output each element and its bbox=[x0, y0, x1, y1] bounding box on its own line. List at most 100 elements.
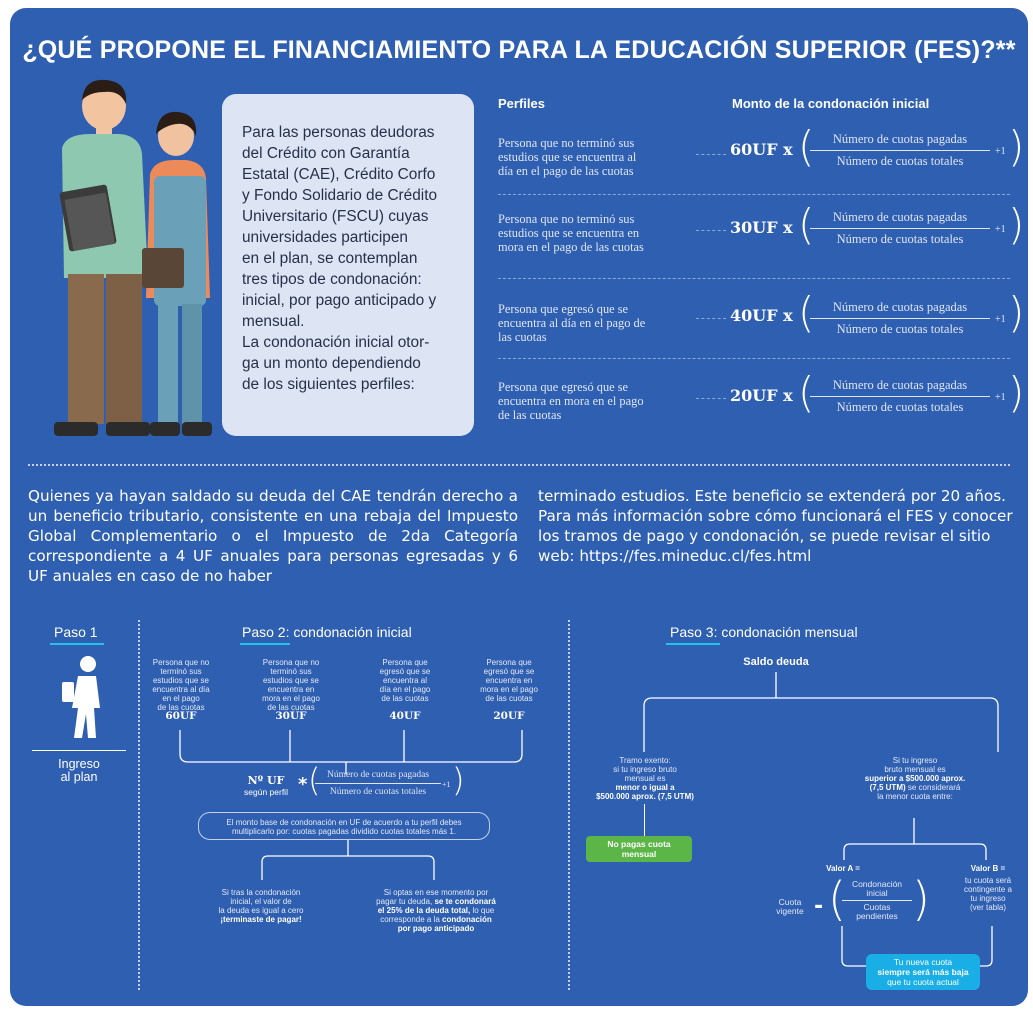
nuf-text: Nº UF bbox=[247, 774, 285, 787]
amount-row-4: 20UF x bbox=[730, 386, 793, 405]
intro-line: de los siguientes perfiles: bbox=[242, 376, 415, 393]
green-line: mensual bbox=[621, 849, 657, 859]
step3-title-b: : condonación mensual bbox=[713, 624, 858, 640]
multiply-star: * bbox=[298, 774, 308, 795]
cuota-line: vigente bbox=[776, 906, 804, 916]
step2-amount-4: 20UF bbox=[493, 710, 525, 722]
intro-line: inicial, por pago anticipado y bbox=[242, 292, 437, 309]
amount-value: 30UF bbox=[730, 218, 778, 237]
profile-line: Persona que egresó que se bbox=[498, 380, 629, 394]
infographic-card: ¿QUÉ PROPONE EL FINANCIAMIENTO PARA LA E… bbox=[10, 8, 1028, 1006]
profile-line: de las cuotas bbox=[157, 703, 205, 712]
branch-bold: $500.000 aprox. (7,5 UTM) bbox=[596, 792, 694, 801]
branch-line: bruto mensual es bbox=[884, 765, 946, 774]
walking-person-icon bbox=[62, 656, 100, 738]
amount-row-1: 60UF x bbox=[730, 140, 793, 159]
times-sign: x bbox=[783, 306, 793, 325]
intro-line: Universitario (FSCU) cuyas bbox=[242, 208, 429, 225]
profile-line: de las cuotas bbox=[498, 408, 562, 422]
profile-row-3: Persona que egresó que se encuentra al d… bbox=[498, 302, 698, 344]
outcome-line: Si tras la condonación bbox=[221, 888, 301, 897]
profile-row-1: Persona que no terminó sus estudios que … bbox=[498, 136, 698, 178]
valor-b-label: Valor B = bbox=[970, 864, 1006, 873]
left-paren: ( bbox=[798, 368, 815, 417]
outcome-line: el 25% de la deuda total, lo que bbox=[360, 906, 512, 915]
intro-line: Estatal (CAE), Crédito Corfo bbox=[242, 166, 436, 183]
connector-line bbox=[696, 154, 726, 155]
fraction-denominator: Número de cuotas totales bbox=[836, 322, 964, 336]
fraction-numerator: Número de cuotas pagadas bbox=[810, 378, 990, 397]
right-paren: ) bbox=[1008, 288, 1025, 337]
branch-line: mensual es bbox=[624, 774, 666, 783]
fraction-denominator: Número de cuotas totales bbox=[329, 787, 427, 797]
step2-title-b: : condonación inicial bbox=[285, 624, 412, 640]
profile-line: estudios que se bbox=[152, 676, 210, 685]
step2-underline bbox=[240, 643, 290, 645]
section-divider bbox=[28, 464, 1010, 466]
fraction-numerator: Condonación inicial bbox=[842, 880, 912, 901]
profile-line: mora en el pago de las cuotas bbox=[498, 240, 644, 254]
intro-line: y Fondo Solidario de Crédito bbox=[242, 187, 438, 204]
valor-b-line: tu cuota será bbox=[964, 876, 1012, 885]
profile-line: Persona que bbox=[486, 658, 532, 667]
left-paren: ( bbox=[798, 200, 815, 249]
valor-a-label: Valor A = bbox=[826, 864, 860, 873]
outcome-line: corresponde a la condonación bbox=[360, 915, 512, 924]
frac-line: inicial bbox=[866, 888, 888, 898]
profile-line: Persona que no terminó sus bbox=[498, 212, 635, 226]
cuota-vigente: Cuota vigente bbox=[770, 898, 810, 916]
step2-profile-1: Persona que no terminó sus estudios que … bbox=[146, 658, 216, 712]
intro-line: tres tipos de condonación: bbox=[242, 271, 422, 288]
profile-line: encuentra al bbox=[382, 676, 428, 685]
amount-row-2: 30UF x bbox=[730, 218, 793, 237]
step2-amount-1: 60UF bbox=[165, 710, 197, 722]
profile-line: Persona que no bbox=[152, 658, 210, 667]
profile-line: día en el pago de las cuotas bbox=[498, 164, 634, 178]
new-quota-box: Tu nueva cuota siempre será más baja que… bbox=[866, 954, 980, 990]
profile-row-4: Persona que egresó que se encuentra en m… bbox=[498, 380, 698, 422]
profile-line: Persona que egresó que se bbox=[498, 302, 629, 316]
branch-bold: superior a $500.000 aprox. bbox=[864, 774, 966, 783]
profile-line: encuentra al día bbox=[152, 685, 210, 694]
branch-text: se considerará bbox=[907, 783, 961, 792]
fraction-numerator: Número de cuotas pagadas bbox=[810, 300, 990, 319]
profile-line: encuentra en mora en el pago bbox=[498, 394, 644, 408]
amount-value: 40UF bbox=[730, 306, 778, 325]
intro-line: en el plan, se contemplan bbox=[242, 250, 418, 267]
amount-value: 60UF bbox=[730, 140, 778, 159]
outcome-line: la deuda es igual a cero bbox=[218, 906, 304, 915]
profile-line: Persona que no bbox=[262, 658, 320, 667]
branch-line: si tu ingreso bruto bbox=[613, 765, 677, 774]
note-line: multiplicarlo por: cuotas pagadas dividi… bbox=[231, 827, 457, 836]
step2-amount-3: 40UF bbox=[389, 710, 421, 722]
step3-merge-connector bbox=[841, 926, 993, 967]
right-paren: ) bbox=[1008, 200, 1025, 249]
profile-row-2: Persona que no terminó sus estudios que … bbox=[498, 212, 698, 254]
minus-sign: - bbox=[814, 894, 824, 919]
fraction-row-2: Número de cuotas pagadas Número de cuota… bbox=[810, 210, 990, 247]
right-paren: ) bbox=[452, 761, 465, 799]
step2-left-outcome: Si tras la condonación inicial, el valor… bbox=[196, 888, 326, 924]
branch-line: la menor cuota entre: bbox=[877, 792, 953, 801]
fraction-row-1: Número de cuotas pagadas Número de cuota… bbox=[810, 132, 990, 169]
outcome-text: corresponde a la bbox=[380, 915, 440, 924]
fraction-numerator: Número de cuotas pagadas bbox=[315, 770, 441, 784]
cyan-line: Tu nueva cuota bbox=[893, 957, 953, 967]
row-divider bbox=[498, 194, 1010, 195]
outcome-bold: el 25% de la deuda total, bbox=[377, 906, 471, 915]
connector-line bbox=[696, 398, 726, 399]
valor-b-line: (ver tabla) bbox=[969, 903, 1006, 912]
step2-bracket bbox=[179, 730, 523, 774]
fraction-row-4: Número de cuotas pagadas Número de cuota… bbox=[810, 378, 990, 415]
branch-line: Si tu ingreso bbox=[892, 756, 938, 765]
step2-profile-3: Persona que egresó que se encuentra al d… bbox=[370, 658, 440, 703]
step2-fraction: Número de cuotas pagadas Número de cuota… bbox=[315, 770, 441, 797]
frac-line: pendientes bbox=[856, 911, 898, 921]
segun-perfil: según perfil bbox=[244, 787, 288, 797]
profile-line: encuentra en bbox=[267, 685, 315, 694]
left-paren: ( bbox=[798, 288, 815, 337]
plus-one: +1 bbox=[995, 146, 1006, 157]
profile-line: día en el pago bbox=[379, 685, 431, 694]
times-sign: x bbox=[783, 218, 793, 237]
right-paren: ) bbox=[1008, 368, 1025, 417]
